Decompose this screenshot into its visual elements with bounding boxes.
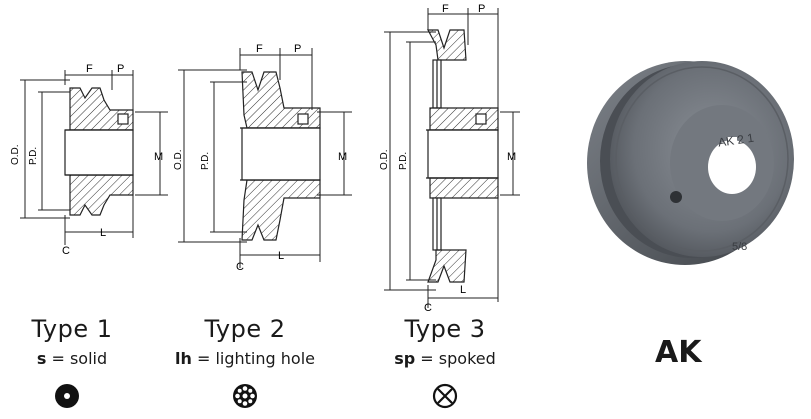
type-description: s = solid — [0, 349, 172, 368]
type-code: lh — [175, 349, 192, 368]
dim-label-p: P — [294, 43, 301, 55]
dim-label-pd: P.D. — [398, 152, 409, 170]
dim-label-m: M — [338, 151, 347, 163]
ak-pulley-photo: AK 2 1 5/8 — [587, 61, 794, 265]
equals-sign: = — [46, 349, 70, 368]
type-desc-text: spoked — [438, 349, 496, 368]
type-title: Type 1 — [31, 315, 113, 343]
dim-label-c: C — [424, 302, 432, 314]
dim-label-f: F — [442, 3, 449, 15]
dim-label-p: P — [478, 3, 485, 15]
dim-label-od: O.D. — [173, 149, 184, 170]
dim-label-c: C — [62, 245, 70, 257]
type-desc-text: solid — [69, 349, 108, 368]
type-description: sp = spoked — [345, 349, 545, 368]
dim-label-m: M — [154, 151, 163, 163]
casting-text: AK 2 1 — [717, 131, 755, 150]
lighting-hole-hub-icon — [233, 384, 257, 408]
dim-label-f: F — [256, 43, 263, 55]
spoked-hub-icon — [432, 383, 458, 409]
type-description: lh = lighting hole — [145, 349, 345, 368]
dim-label-c: C — [236, 261, 244, 273]
type-3-caption: Type 3 sp = spoked — [345, 315, 545, 368]
type-1-drawing: F P O.D. P.D. M L C — [10, 63, 168, 257]
dim-label-f: F — [86, 63, 93, 75]
dim-label-l: L — [278, 250, 284, 262]
dim-label-pd: P.D. — [28, 147, 39, 165]
type-title: Type 3 — [404, 315, 486, 343]
type-2-drawing: F P O.D. P.D. M L C — [173, 43, 352, 273]
equals-sign: = — [191, 349, 216, 368]
dim-label-l: L — [100, 227, 106, 239]
equals-sign: = — [415, 349, 439, 368]
type-title: Type 2 — [204, 315, 286, 343]
type-1-caption: Type 1 s = solid — [0, 315, 172, 368]
solid-hub-icon — [55, 384, 79, 408]
type-desc-text: lighting hole — [215, 349, 315, 368]
type-code: sp — [394, 349, 416, 368]
type-code: s — [36, 349, 47, 368]
dim-label-od: O.D. — [379, 149, 390, 170]
dim-label-l: L — [460, 284, 466, 296]
dim-label-p: P — [117, 63, 124, 75]
type-2-caption: Type 2 lh = lighting hole — [145, 315, 345, 368]
dim-label-m: M — [507, 151, 516, 163]
bore-size-text: 5/8 — [732, 241, 747, 253]
type-3-drawing: F P O.D. P.D. M L C — [379, 3, 520, 314]
dim-label-od: O.D. — [10, 144, 21, 165]
dim-label-pd: P.D. — [200, 152, 211, 170]
product-name: AK — [655, 335, 702, 370]
